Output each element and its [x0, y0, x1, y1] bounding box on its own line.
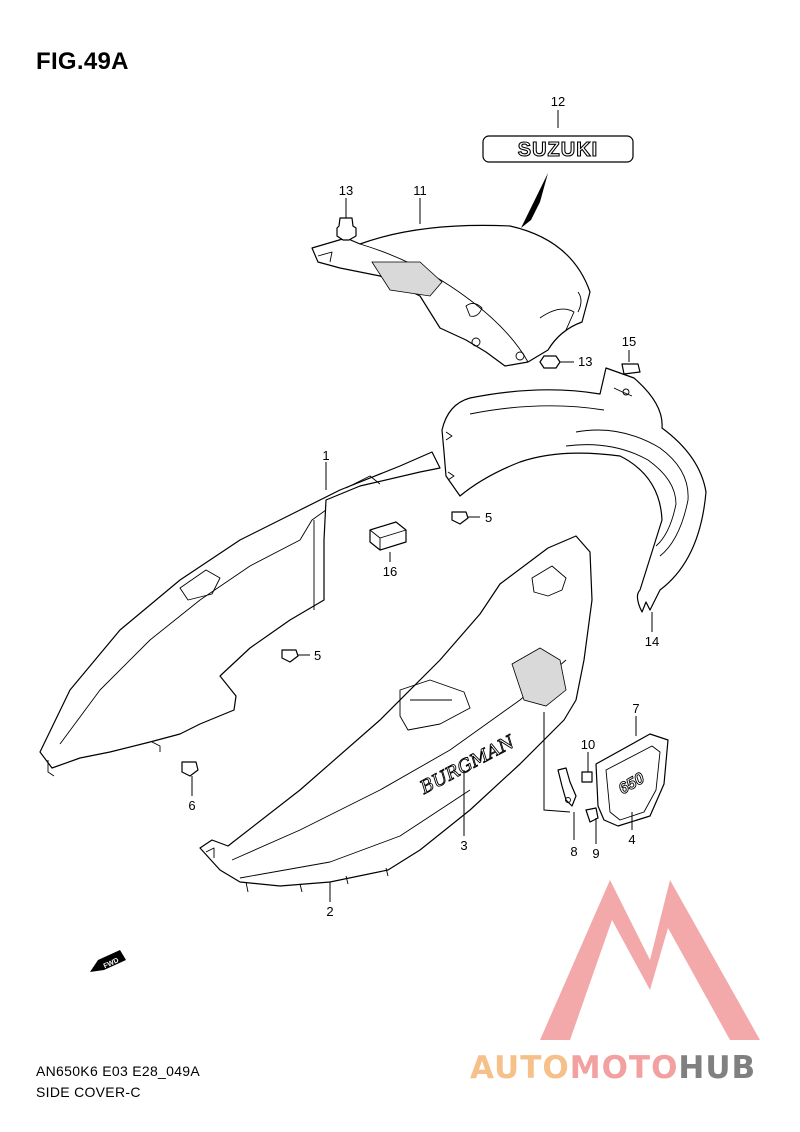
- leader-lines: [191, 110, 653, 902]
- rear-cover: [441, 367, 707, 613]
- suzuki-emblem-text: SUZUKI: [518, 139, 598, 161]
- part-label-8: 8: [570, 844, 577, 859]
- watermark-hub: HUB: [678, 1050, 757, 1086]
- part-label-15: 15: [622, 334, 636, 349]
- part-label-13-top: 13: [339, 183, 353, 198]
- part-label-5-lower: 5: [314, 648, 321, 663]
- part-label-13-right: 13: [578, 354, 592, 369]
- emblem-pointer-arrow: [521, 173, 548, 228]
- part-label-5-upper: 5: [485, 510, 492, 525]
- part-label-10: 10: [581, 737, 595, 752]
- part-label-3: 3: [460, 838, 467, 853]
- figure-code: AN650K6 E03 E28_049A: [36, 1063, 201, 1079]
- part-label-11: 11: [413, 183, 427, 198]
- clip-5-lower: [281, 649, 299, 663]
- part-labels: 12 11 13 13 15 5 1 16 5 6 14 7 10 3 8 9 …: [188, 94, 659, 919]
- part-label-12: 12: [551, 94, 565, 109]
- foam-pad: [369, 521, 407, 551]
- part-label-14: 14: [645, 634, 659, 649]
- clip-5-upper: [451, 511, 469, 525]
- watermark-logo: [540, 880, 760, 1040]
- tail-cover: [311, 224, 591, 367]
- screw: [585, 807, 599, 823]
- watermark-auto: AUTO: [470, 1050, 570, 1086]
- clip-6: [181, 761, 199, 777]
- part-label-7: 7: [632, 701, 639, 716]
- fwd-arrow-icon: FWD: [90, 950, 126, 972]
- watermark-moto: MOTO: [569, 1050, 679, 1086]
- badge-cover: 650: [595, 733, 669, 827]
- suzuki-emblem: SUZUKI: [482, 135, 634, 163]
- part-label-9: 9: [592, 846, 599, 861]
- figure-title: FIG.49A: [36, 48, 129, 75]
- watermark-text: AUTOMOTOHUB: [470, 1050, 756, 1086]
- part-label-2: 2: [326, 904, 333, 919]
- clip-13-top: [336, 217, 357, 241]
- part-label-6: 6: [188, 798, 195, 813]
- part-label-4: 4: [628, 832, 635, 847]
- clip-13-right: [539, 355, 561, 369]
- spacer: [581, 771, 593, 783]
- clip-15: [621, 363, 641, 375]
- bracket: [557, 767, 577, 807]
- figure-name: SIDE COVER-C: [36, 1084, 141, 1100]
- inner-side-cover: [39, 451, 441, 777]
- part-label-16: 16: [383, 564, 397, 579]
- part-label-1: 1: [322, 448, 329, 463]
